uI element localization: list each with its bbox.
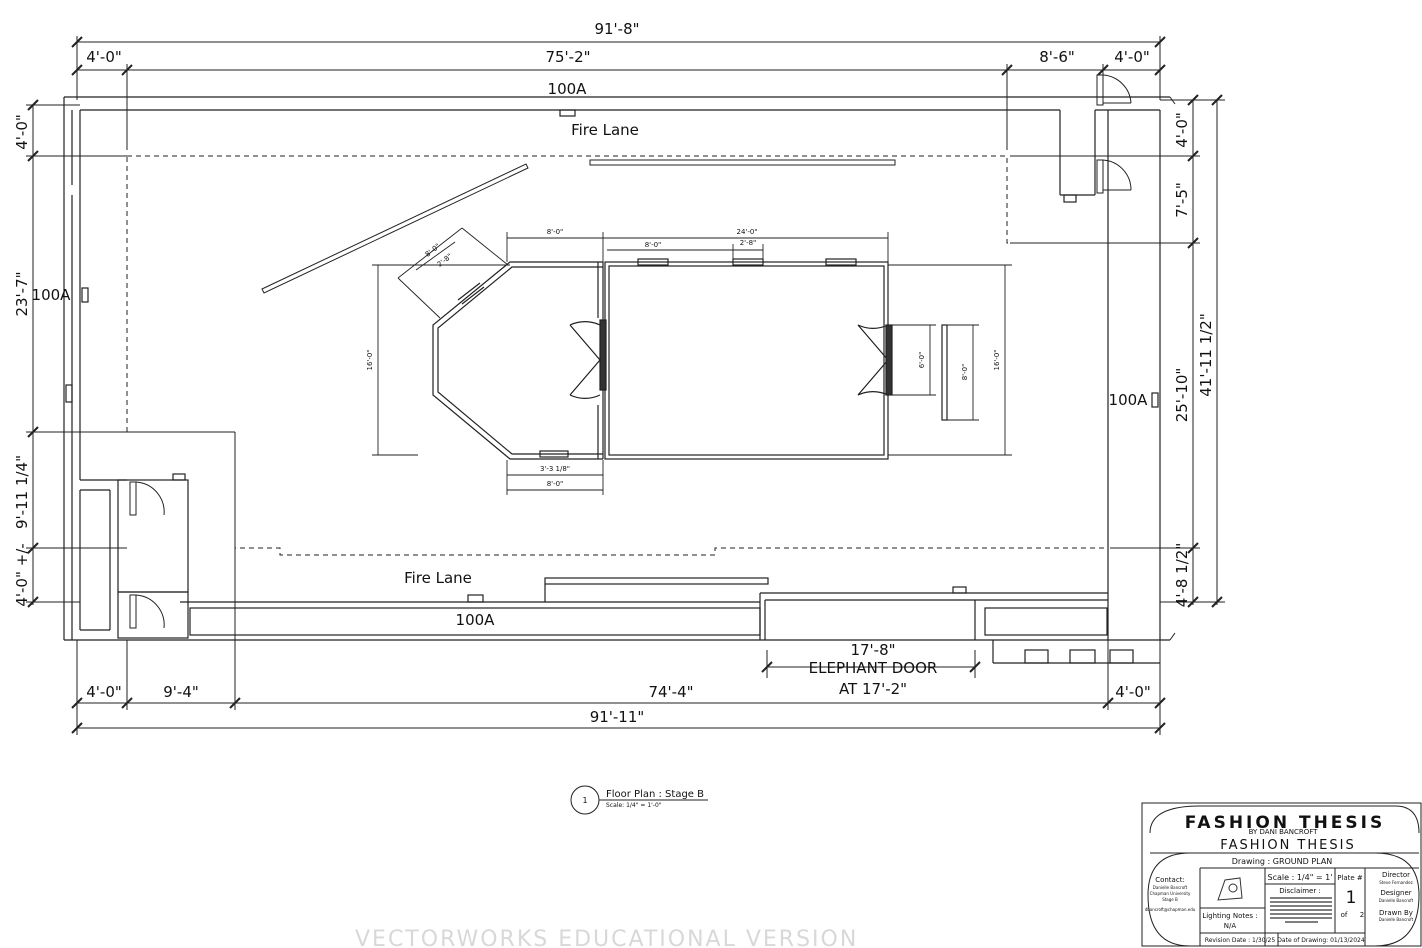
dim-bottom-2: 9'-4"	[163, 683, 199, 701]
view-tag-number: 1	[582, 796, 587, 805]
zone-label-bottom: 100A	[456, 611, 496, 629]
tb-designer-name: Danielle Bancroft	[1379, 898, 1414, 903]
elephant-door-dim: 17'-8"	[850, 641, 895, 659]
view-tag-scale: Scale: 1/4" = 1'-0"	[606, 802, 662, 809]
stage-dim-top-a: 8'-0"	[547, 228, 564, 236]
stage-dim-door-a: 6'-0"	[918, 352, 926, 369]
dim-left-4: 4'-0" +/-	[13, 543, 31, 606]
dim-top-right1: 8'-6"	[1039, 48, 1075, 66]
dim-bottom-3: 74'-4"	[648, 683, 693, 701]
stage-dim-bottom-a: 3'-3 1/8"	[540, 465, 570, 473]
tb-designer-label: Designer	[1380, 889, 1411, 897]
zone-label-left: 100A	[32, 286, 72, 304]
tb-contact-label: Contact:	[1155, 876, 1185, 884]
dim-top-left: 4'-0"	[86, 48, 122, 66]
stage-dim-door-b: 8'-0"	[961, 364, 969, 381]
fire-lane-top-label: Fire Lane	[571, 121, 639, 139]
title-block: FASHION THESIS BY DANI BANCROFT FASHION …	[1141, 802, 1422, 947]
stage-dim-bottom-b: 8'-0"	[547, 480, 564, 488]
stage-dim-diag-a: 8'-0"	[424, 242, 442, 259]
tb-drawing: Drawing : GROUND PLAN	[1232, 857, 1333, 866]
tb-plate-total: 2	[1360, 911, 1364, 919]
tb-contact-school: Chapman University	[1150, 891, 1191, 896]
tb-contact-stage: Stage B	[1162, 897, 1178, 902]
stage-dim-top-d: 2'-8"	[740, 239, 757, 247]
dim-bottom-1: 4'-0"	[86, 683, 122, 701]
tb-plate-of: of	[1341, 911, 1348, 919]
dim-left-3: 9'-11 1/4"	[13, 455, 31, 529]
dim-top-right2: 4'-0"	[1114, 48, 1150, 66]
tb-lighting-value: N/A	[1224, 922, 1237, 930]
dim-top-mid: 75'-2"	[545, 48, 590, 66]
tb-director-name: Steve Fernandez	[1379, 880, 1412, 885]
tb-drawn-label: Drawn By	[1379, 909, 1413, 917]
tb-drawn-name: Danielle Bancroft	[1379, 917, 1414, 922]
stage-dim-left-height: 16'-0"	[366, 349, 374, 370]
dim-right-5: 4'-8 1/2"	[1173, 543, 1191, 607]
dim-right-2: 7'-5"	[1173, 182, 1191, 218]
stage-dim-right-height: 16'-0"	[993, 349, 1001, 370]
tb-date-of-drawing: Date of Drawing: 01/13/2024	[1277, 937, 1365, 944]
tb-lighting-label: Lighting Notes :	[1202, 912, 1257, 920]
dim-bottom-total: 91'-11"	[590, 708, 645, 726]
stage-dim-top-c: 8'-0"	[645, 241, 662, 249]
tb-director-label: Director	[1382, 871, 1410, 879]
view-tag: 1 Floor Plan : Stage B Scale: 1/4" = 1'-…	[570, 785, 708, 815]
elephant-door-height: AT 17'-2"	[839, 680, 907, 698]
watermark: VECTORWORKS EDUCATIONAL VERSION	[355, 927, 858, 948]
stage-dim-top-b: 24'-0"	[736, 228, 757, 236]
dim-bottom-4: 4'-0"	[1115, 683, 1151, 701]
dim-right-4: 41'-11 1/2"	[1197, 313, 1215, 397]
dim-left-1: 4'-0"	[13, 114, 31, 150]
dim-left-2: 23'-7"	[13, 271, 31, 316]
tb-contact-name: Danielle Bancroft	[1153, 885, 1188, 890]
tb-contact-email: dbancroft@chapman.edu	[1145, 907, 1196, 912]
tb-by: BY DANI BANCROFT	[1249, 828, 1318, 836]
dim-right-1: 4'-0"	[1173, 112, 1191, 148]
tb-scale: Scale : 1/4" = 1'	[1268, 873, 1333, 882]
tb-plate-label: Plate #	[1337, 874, 1363, 882]
logo-icon	[1217, 877, 1243, 901]
tb-revision-date: Revision Date : 1/30/25	[1205, 937, 1275, 944]
tb-project: FASHION THESIS	[1185, 813, 1385, 833]
zone-label-right: 100A	[1109, 391, 1149, 409]
zone-label-top: 100A	[548, 80, 588, 98]
dim-top-total: 91'-8"	[594, 20, 639, 38]
tb-disclaimer-label: Disclaimer :	[1279, 887, 1321, 895]
tb-plate-number: 1	[1346, 888, 1357, 908]
elephant-door-label: ELEPHANT DOOR	[809, 659, 938, 677]
fire-lane-bottom-label: Fire Lane	[404, 569, 472, 587]
view-tag-title: Floor Plan : Stage B	[606, 789, 704, 800]
stage-dim-diag-b: 2'-8"	[436, 252, 454, 269]
dim-right-3: 25'-10"	[1173, 368, 1191, 423]
tb-project-2: FASHION THESIS	[1220, 838, 1355, 853]
